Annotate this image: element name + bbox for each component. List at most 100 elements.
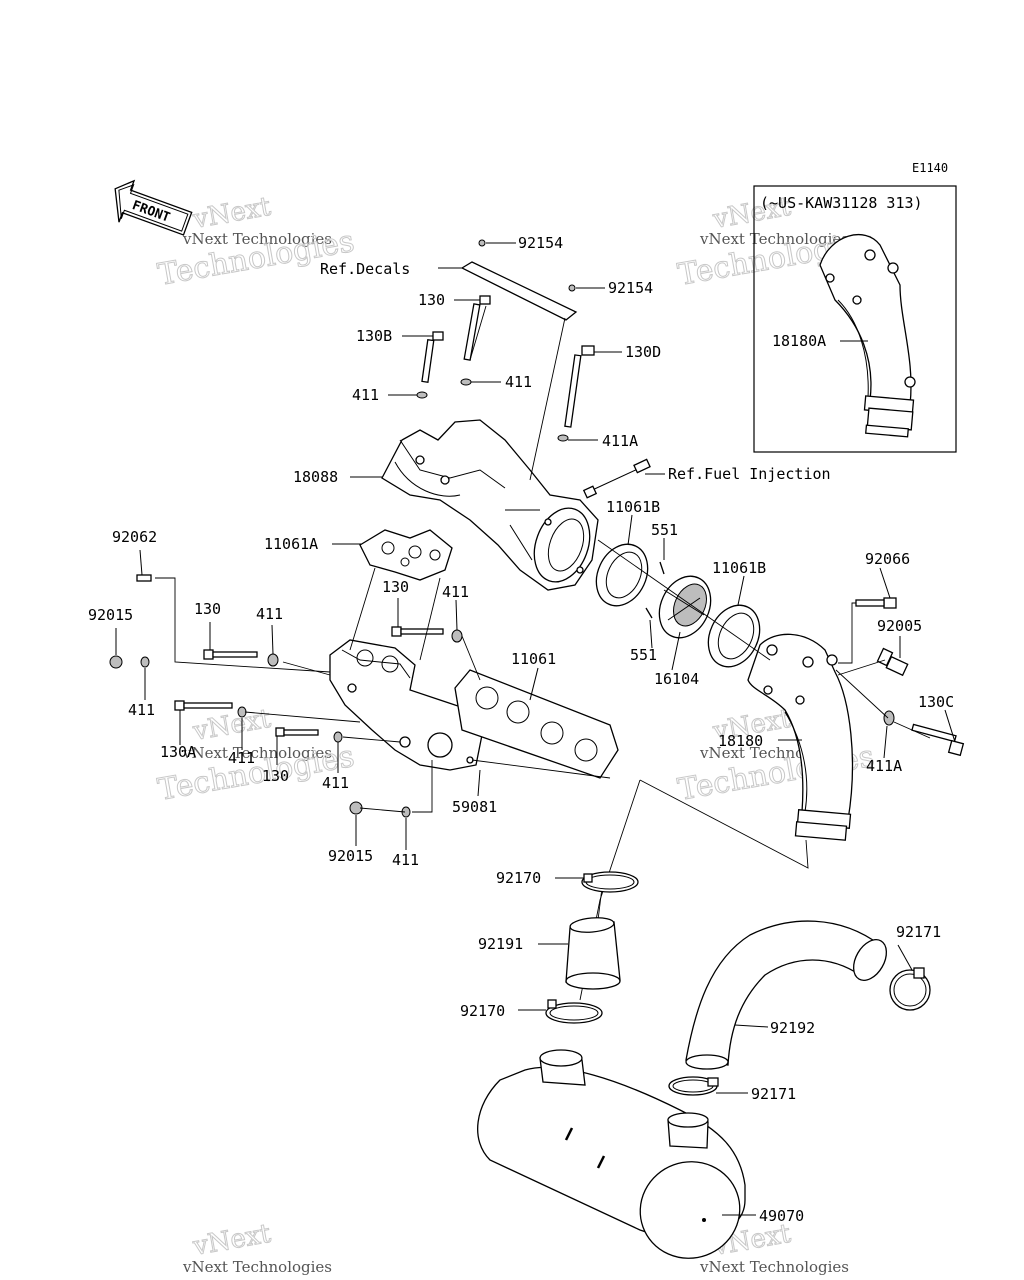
label-92171-right: 92171	[896, 923, 941, 941]
label-11061B-a: 11061B	[606, 498, 660, 516]
label-411-bottom: 411	[392, 851, 419, 869]
washer-411-c2	[333, 731, 343, 743]
label-411-b: 411	[505, 373, 532, 391]
svg-text:vNext: vNext	[190, 704, 273, 747]
bolt-130-top	[463, 295, 491, 361]
pin-551-a	[659, 561, 665, 575]
svg-text:vNext Technologies: vNext Technologies	[699, 230, 849, 248]
hose-92192	[685, 920, 888, 1070]
svg-text:vNext Technologies: vNext Technologies	[699, 1258, 849, 1276]
exhaust-pipe-18180A	[819, 234, 916, 438]
bolt-92066	[855, 597, 897, 609]
label-ref-fuel-injection: Ref.Fuel Injection	[668, 465, 831, 483]
sleeve-92191	[565, 917, 621, 990]
bolt-130A	[174, 700, 233, 711]
valve-16104	[658, 575, 712, 639]
stud-92062	[136, 574, 152, 582]
label-92062: 92062	[112, 528, 157, 546]
washer-411A-top	[557, 434, 569, 442]
label-411-left: 411	[256, 605, 283, 623]
label-411A-bottom: 411A	[866, 757, 902, 775]
gasket-11061	[454, 669, 619, 779]
label-11061B-b: 11061B	[712, 559, 766, 577]
label-411-a: 411	[352, 386, 379, 404]
label-130-left: 130	[194, 600, 221, 618]
label-18088: 18088	[293, 468, 338, 486]
washer-411-a	[416, 391, 428, 399]
bolt-130-mid	[391, 626, 444, 637]
clamp-92170-bottom	[545, 999, 603, 1024]
label-92191: 92191	[478, 935, 523, 953]
svg-text:vNext Technologies: vNext Technologies	[182, 230, 332, 248]
manifold-59081	[329, 639, 483, 771]
bolt-130-c	[275, 727, 319, 737]
svg-text:vNext: vNext	[190, 192, 273, 235]
svg-text:vNext: vNext	[190, 1219, 273, 1262]
label-92154-b: 92154	[608, 279, 653, 297]
watermark-bottom-left: vNext vNext Technologies	[182, 1218, 332, 1276]
fitting-92005	[876, 647, 909, 677]
label-49070: 49070	[759, 1207, 804, 1225]
exhaust-elbow-18180	[747, 633, 854, 841]
gasket-11061A	[359, 529, 453, 581]
gasket-11061B-a	[595, 543, 649, 607]
front-arrow-icon: FRONT	[114, 179, 193, 236]
label-59081: 59081	[452, 798, 497, 816]
label-92171-lower: 92171	[751, 1085, 796, 1103]
svg-text:vNext Technologies: vNext Technologies	[182, 1258, 332, 1276]
label-18180A: 18180A	[772, 332, 826, 350]
washer-411-mid	[451, 629, 463, 643]
label-130B: 130B	[356, 327, 392, 345]
washer-411A-bottom	[883, 710, 895, 726]
label-411A-top: 411A	[602, 432, 638, 450]
label-92154-a: 92154	[518, 234, 563, 252]
washer-411-left	[267, 653, 279, 667]
label-92170-top: 92170	[496, 869, 541, 887]
label-551-a: 551	[651, 521, 678, 539]
label-92005: 92005	[877, 617, 922, 635]
pin-551-b	[645, 607, 653, 619]
leader-lines	[115, 242, 956, 1216]
svg-text:vNext Technologies: vNext Technologies	[182, 744, 332, 762]
variant-box-title: (~US-KAW31128 313)	[760, 194, 923, 212]
label-ref-decals: Ref.Decals	[320, 260, 410, 278]
label-92066: 92066	[865, 550, 910, 568]
screw-92154a	[478, 239, 486, 247]
variant-box	[753, 185, 957, 453]
fuel-injection-line	[587, 467, 641, 493]
label-92192: 92192	[770, 1019, 815, 1037]
washer-411-b	[460, 378, 472, 386]
label-130-c: 130	[262, 767, 289, 785]
label-411-mid: 411	[442, 583, 469, 601]
label-551-b: 551	[630, 646, 657, 664]
label-411-c: 411	[228, 749, 255, 767]
label-92015-b: 92015	[328, 847, 373, 865]
label-411-c2: 411	[322, 774, 349, 792]
label-130-mid: 130	[382, 578, 409, 596]
decal-plate	[460, 261, 578, 321]
clamp-92171-right	[889, 967, 931, 1011]
nut-92015-a	[109, 655, 123, 669]
washer-411-c	[237, 706, 247, 718]
label-411-l2: 411	[128, 701, 155, 719]
clamp-92171-lower	[668, 1076, 719, 1096]
bolt-130D	[564, 345, 595, 428]
muffler-49070	[477, 1049, 746, 1259]
label-11061A: 11061A	[264, 535, 318, 553]
label-16104: 16104	[654, 670, 699, 688]
screw-92154b	[568, 284, 576, 292]
exhaust-manifold-18088	[381, 419, 599, 591]
assembly-guide-lines	[155, 305, 931, 1001]
label-11061: 11061	[511, 650, 556, 668]
bolt-130C	[911, 723, 965, 757]
diagram-code: E1140	[912, 161, 948, 175]
label-92170-bottom: 92170	[460, 1002, 505, 1020]
label-92015-a: 92015	[88, 606, 133, 624]
label-18180: 18180	[718, 732, 763, 750]
washer-411-l2	[140, 656, 150, 668]
label-130-top: 130	[418, 291, 445, 309]
bolt-130B	[421, 331, 444, 383]
gasket-11061B-b	[707, 604, 761, 668]
bolt-130-left	[203, 649, 258, 660]
